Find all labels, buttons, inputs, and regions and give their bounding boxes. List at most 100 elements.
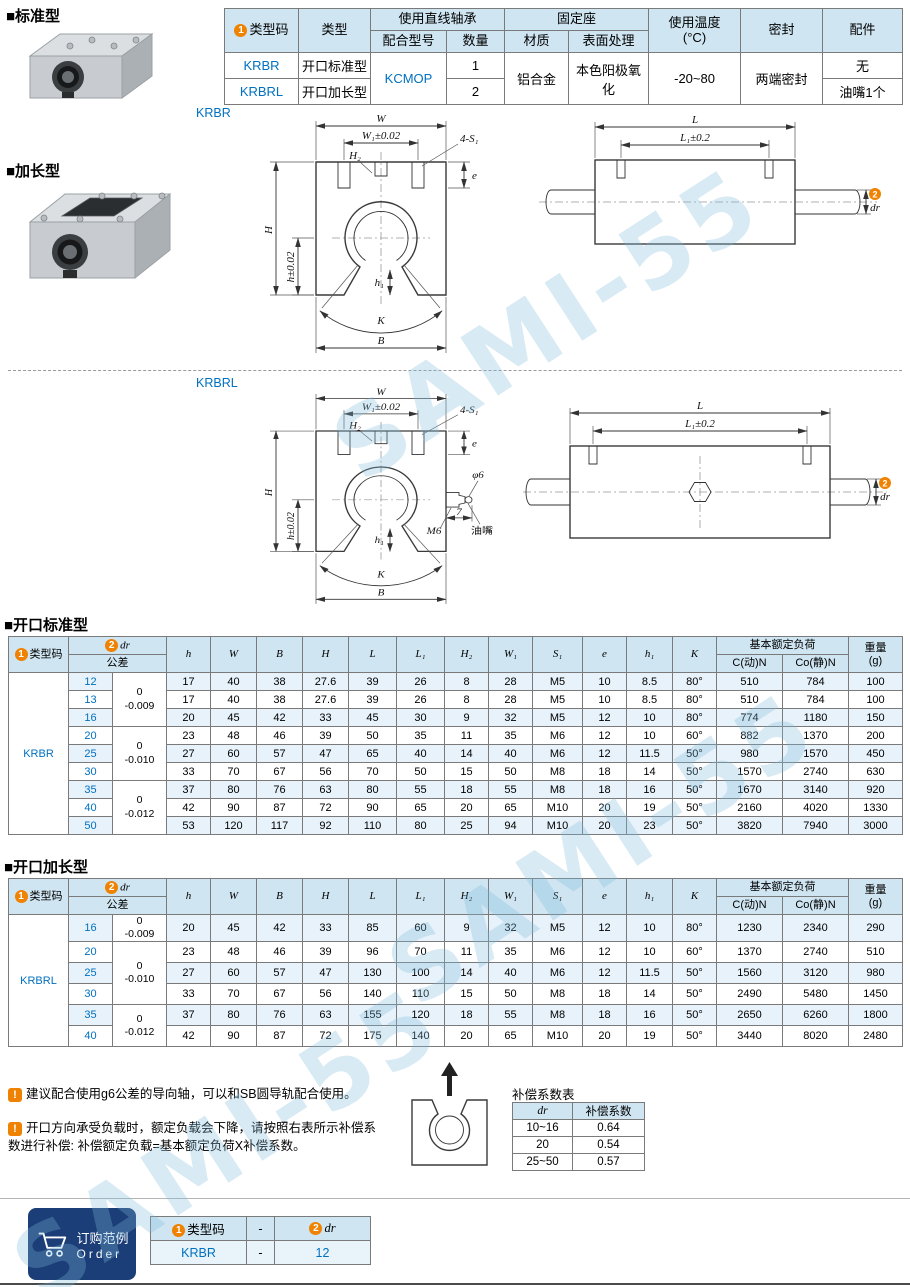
dim-cell: 80 [210,1004,257,1027]
note-2-text: 开口方向承受负载时，额定负载会下降，请按照右表所示补偿系数进行补偿: 补偿额定负… [8,1121,377,1153]
dim-cell: 11.5 [626,744,673,763]
dim-cell: M8 [532,762,583,781]
comp-row: 25~50 0.57 [512,1153,645,1171]
dim-cell: 48 [210,726,257,745]
dim-cell: 55 [488,780,533,799]
dim-cell: 26 [396,672,445,691]
dim-h-load: 基本额定负荷 [716,636,849,655]
dim-cell: 70 [210,983,257,1006]
spec-h-accessory: 配件 [822,8,904,53]
dim-cell: 175 [348,1025,397,1048]
dim-cell: 3000 [848,816,903,835]
spec-h-qty: 数量 [445,30,506,53]
dim-cell: 10 [626,913,673,943]
dim-cell: 140 [396,1025,445,1048]
comp-h-coef: 补偿系数 [572,1102,645,1120]
bearing-bore-arc [353,210,409,261]
dim-cell: 56 [302,762,349,781]
dim-cell: 120 [210,816,257,835]
dim-cell: 8 [444,672,489,691]
dim-cell: 50° [672,962,717,985]
dim-cell: 57 [256,962,303,985]
dim-cell: 50° [672,1004,717,1027]
dr-cell: 25 [68,744,113,763]
dim-cell: 57 [256,744,303,763]
spec-h-seal: 密封 [740,8,824,53]
dim-h-c5: L [348,636,397,673]
krbrl-drawing-label: KRBRL [196,376,238,390]
dim-cell: 8020 [782,1025,849,1048]
dim-cell: 92 [302,816,349,835]
dim-cell: 8 [444,690,489,709]
dim-cell: 23 [166,726,211,745]
spec-qty-cell: 1 [445,52,506,79]
dim-h-c11: h₁ [626,636,673,673]
dim-h-c5: L [348,878,397,915]
dr-cell: 30 [68,762,113,781]
dim-cell: 67 [256,983,303,1006]
dim-cell: 1370 [716,941,783,964]
dim-cell: 35 [488,726,533,745]
dim-cell: 19 [626,798,673,817]
dim-h-tolerance: 公差 [68,896,167,915]
dim-cell: 80 [396,816,445,835]
section-title-standard: ■标准型 [6,8,61,25]
badge-2-icon: 2 [105,880,119,894]
dim-cell: 110 [348,816,397,835]
dim-label-h1: h₁ [375,536,384,546]
dim-label-h2: H₂ [348,150,361,162]
spec-code-cell: KRBR [224,52,299,79]
dim-cell: M5 [532,672,583,691]
dim-cell: 980 [716,744,783,763]
dim-cell: 2340 [782,913,849,943]
dim-cell: 80 [348,780,397,799]
dim-cell: 19 [626,1025,673,1048]
dim-cell: 1450 [848,983,903,1006]
dim-cell: 4020 [782,798,849,817]
dim-h-c1: h [166,636,211,673]
dim-cell: 15 [444,762,489,781]
dim-label-w1: W₁±0.02 [362,130,401,142]
dim-cell: 50 [488,762,533,781]
dim-cell: 5480 [782,983,849,1006]
comp-coef-cell: 0.54 [572,1136,645,1154]
comp-dr-cell: 10~16 [512,1119,573,1137]
dim-cell: 45 [210,708,257,727]
order-code-cell: KRBR [150,1240,247,1265]
dim-cell: 10 [582,690,627,709]
dim-h-tolerance: 公差 [68,654,167,673]
dim-cell: 50° [672,744,717,763]
dim-label-e: e [472,170,477,182]
dim-cell: 1230 [716,913,783,943]
dim-cell: 80 [210,780,257,799]
dim-cell: 48 [210,941,257,964]
dim-cell: 117 [256,816,303,835]
dim-cell: 155 [348,1004,397,1027]
dim-cell: 50° [672,1025,717,1048]
dim-h-type-code-label: 类型码 [29,648,63,661]
bearing-bore-arc [353,475,409,521]
spec-row-krbr: KRBR 开口标准型 KCMOP 1 铝合金 本色阳极氧化 -20~80 两端密… [224,52,904,105]
dim-cell: 76 [256,1004,303,1027]
dr-cell: 40 [68,1025,113,1048]
dim-cell: 76 [256,780,303,799]
dim-h-c9: S₁ [532,636,583,673]
dim-cell: 1570 [782,744,849,763]
dim-cell: 45 [348,708,397,727]
dim-cell: 18 [582,780,627,799]
dim-label-l: L [696,400,703,412]
dim-cell: 3440 [716,1025,783,1048]
order-h-type-code-label: 类型码 [187,1223,225,1237]
dim-cell: 18 [582,762,627,781]
dim-cell: 38 [256,690,303,709]
note-1: !建议配合使用g6公差的导向轴，可以和SB圆导轨配合使用。 [8,1086,400,1104]
dim-label-m6: M6 [426,527,442,537]
dr-cell: 12 [68,672,113,691]
page-bottom-rule [0,1283,910,1285]
dim-cell: 8.5 [626,690,673,709]
dim-cell: 56 [302,983,349,1006]
spec-row-krbrl: KRBRL 开口加长型 2 油嘴1个 [224,78,904,105]
